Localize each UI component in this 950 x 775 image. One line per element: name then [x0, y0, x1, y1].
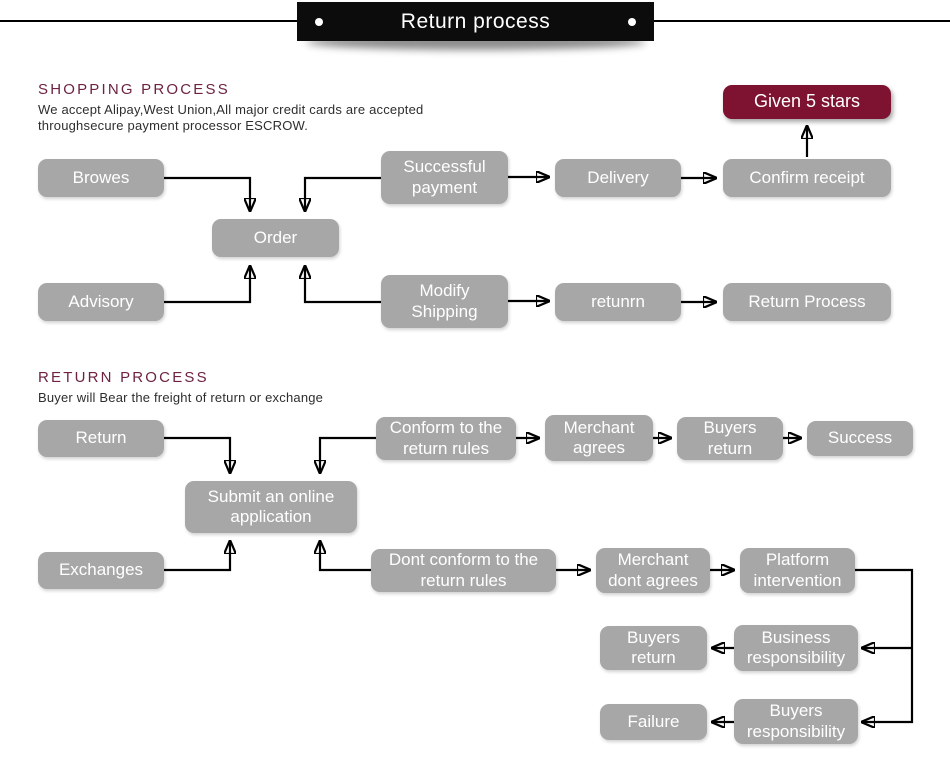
node-order: Order: [212, 219, 339, 257]
node-failure: Failure: [600, 704, 707, 740]
node-retunrn: retunrn: [555, 283, 681, 321]
return-section-heading: RETURN PROCESS: [38, 369, 209, 386]
return-section-desc: Buyer will Bear the freight of return or…: [38, 390, 324, 405]
shopping-section-heading: SHOPPING PROCESS: [38, 81, 230, 98]
pin-dot-right-icon: [628, 18, 636, 26]
node-conform-rules: Conform to the return rules: [376, 417, 516, 460]
node-return: Return: [38, 420, 164, 457]
node-business-responsibility: Business responsibility: [734, 625, 858, 671]
node-dont-conform-rules: Dont conform to the return rules: [371, 549, 556, 592]
arrow-advisory-to-order: [164, 266, 250, 304]
node-delivery: Delivery: [555, 159, 681, 197]
node-given-5-stars: Given 5 stars: [723, 85, 891, 119]
node-merchant-agrees: Merchant agrees: [545, 415, 653, 461]
arrow-platform-to-buyers-responsibility: [855, 568, 914, 722]
pin-dot-left-icon: [315, 18, 323, 26]
node-merchant-dont-agrees: Merchant dont agrees: [596, 548, 710, 593]
node-confirm-receipt: Confirm receipt: [723, 159, 891, 197]
node-buyers-return: Buyers return: [677, 417, 783, 460]
node-modify-shipping: Modify Shipping: [381, 275, 508, 328]
node-submit-application: Submit an online application: [185, 481, 357, 533]
arrow-exchanges-to-submit: [164, 541, 230, 572]
node-browes: Browes: [38, 159, 164, 197]
arrow-return-to-submit: [164, 436, 230, 473]
shopping-section-desc-line1: We accept Alipay,West Union,All major cr…: [38, 102, 424, 117]
arrow-successful-payment-to-order: [305, 176, 381, 211]
title-banner: Return process: [297, 2, 654, 41]
node-success: Success: [807, 421, 913, 456]
node-successful-payment: Successful payment: [381, 151, 508, 204]
page-title: Return process: [400, 9, 551, 33]
node-buyers-responsibility: Buyers responsibility: [734, 699, 858, 744]
arrow-browes-to-order: [164, 176, 250, 211]
node-advisory: Advisory: [38, 283, 164, 321]
arrow-modify-shipping-to-order: [305, 266, 381, 304]
arrow-dont-conform-to-submit: [320, 541, 371, 572]
node-return-process: Return Process: [723, 283, 891, 321]
node-platform-intervention: Platform intervention: [740, 548, 855, 593]
node-buyers-return-2: Buyers return: [600, 626, 707, 670]
shopping-section-desc-line2: throughsecure payment processor ESCROW.: [38, 118, 309, 133]
node-exchanges: Exchanges: [38, 552, 164, 589]
arrow-conform-to-submit: [320, 436, 376, 473]
